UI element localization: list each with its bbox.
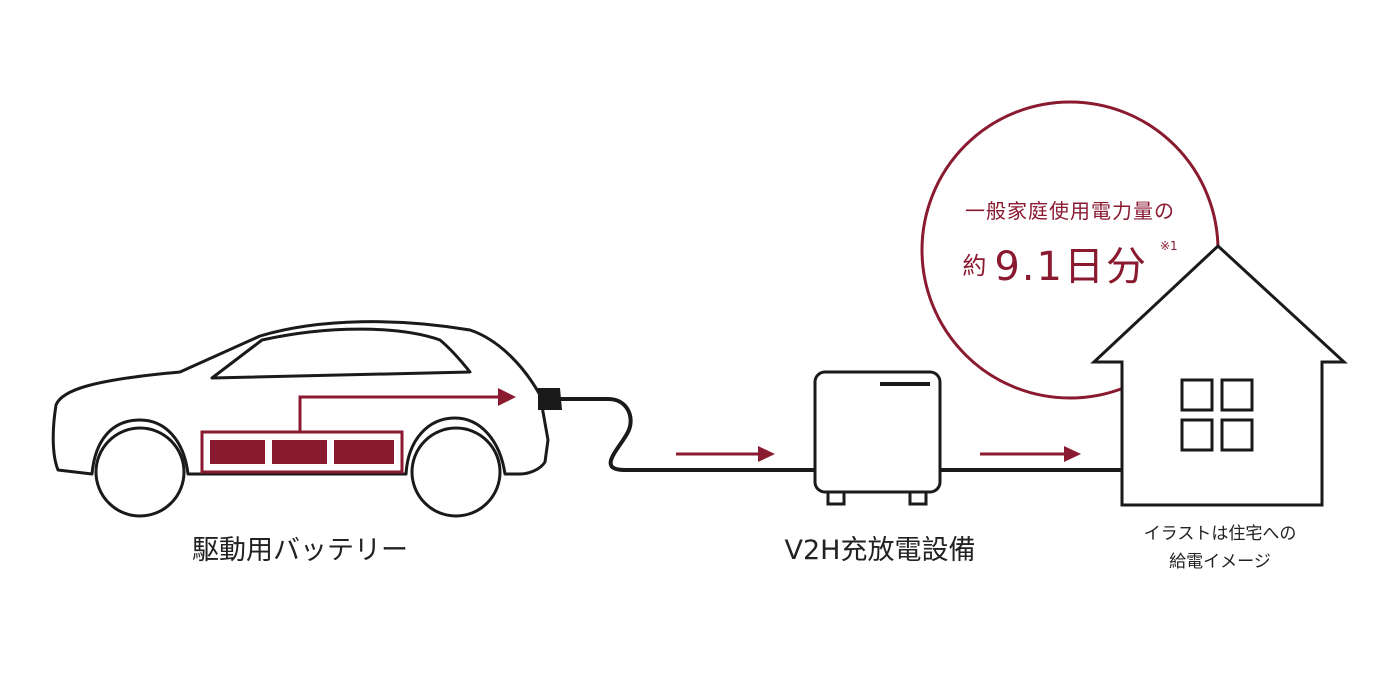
car-wheel-front: [94, 426, 186, 518]
v2h-foot-left: [826, 490, 846, 506]
v2h-foot-right: [908, 490, 928, 506]
car-window: [210, 327, 472, 380]
v2h-body: [813, 370, 942, 494]
drive-battery-icon: [200, 388, 516, 474]
house-caption-line-1: イラストは住宅への: [1143, 524, 1297, 544]
battery-cell-2: [272, 440, 327, 464]
car-wheel-rear: [410, 426, 502, 518]
callout-footnote-mark: ※1: [1159, 239, 1178, 253]
flow-arrow-to-v2h: [676, 446, 775, 462]
house-window: [1180, 378, 1254, 452]
battery-flow-arrow: [298, 395, 500, 432]
callout-amount: 9.1日分: [994, 244, 1148, 290]
house-outline: [1090, 243, 1348, 507]
flow-arrow-to-house: [980, 446, 1081, 462]
house-icon: [1090, 243, 1348, 507]
battery-cell-1: [210, 440, 265, 464]
battery-flow-arrowhead: [498, 388, 516, 406]
charging-cable: [538, 388, 1122, 472]
v2h-charger-icon: [813, 370, 942, 506]
cable-line: [558, 397, 820, 472]
battery-cell-3: [334, 440, 394, 464]
house-caption-line-2: 給電イメージ: [1169, 552, 1271, 572]
callout-heading: 一般家庭使用電力量の: [965, 199, 1175, 223]
v2h-label: V2H充放電設備: [784, 535, 976, 566]
callout-prefix: 約: [962, 252, 987, 280]
house-caption: イラストは住宅への 給電イメージ: [1100, 520, 1340, 576]
plug-connector: [538, 388, 562, 410]
drive-battery-label: 駆動用バッテリー: [192, 535, 408, 566]
